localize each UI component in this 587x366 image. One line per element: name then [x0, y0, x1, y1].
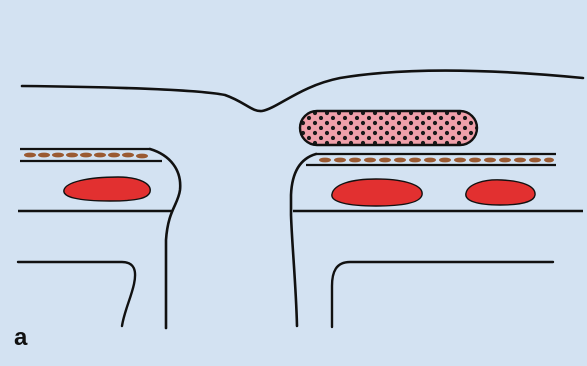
- dotted-pad: [300, 111, 477, 145]
- middle-red-structure: [332, 179, 422, 206]
- panel-label: a: [14, 326, 27, 350]
- right-red-structure: [466, 180, 535, 205]
- left-canal-wall: [150, 149, 180, 328]
- lower-left-contour: [18, 262, 135, 326]
- lower-right-contour: [332, 262, 553, 327]
- left-brown-layer: [20, 149, 162, 161]
- top-contour-line: [22, 71, 583, 112]
- right-canal-wall: [291, 154, 316, 326]
- right-brown-layer: [306, 154, 556, 165]
- left-red-structure: [64, 177, 150, 201]
